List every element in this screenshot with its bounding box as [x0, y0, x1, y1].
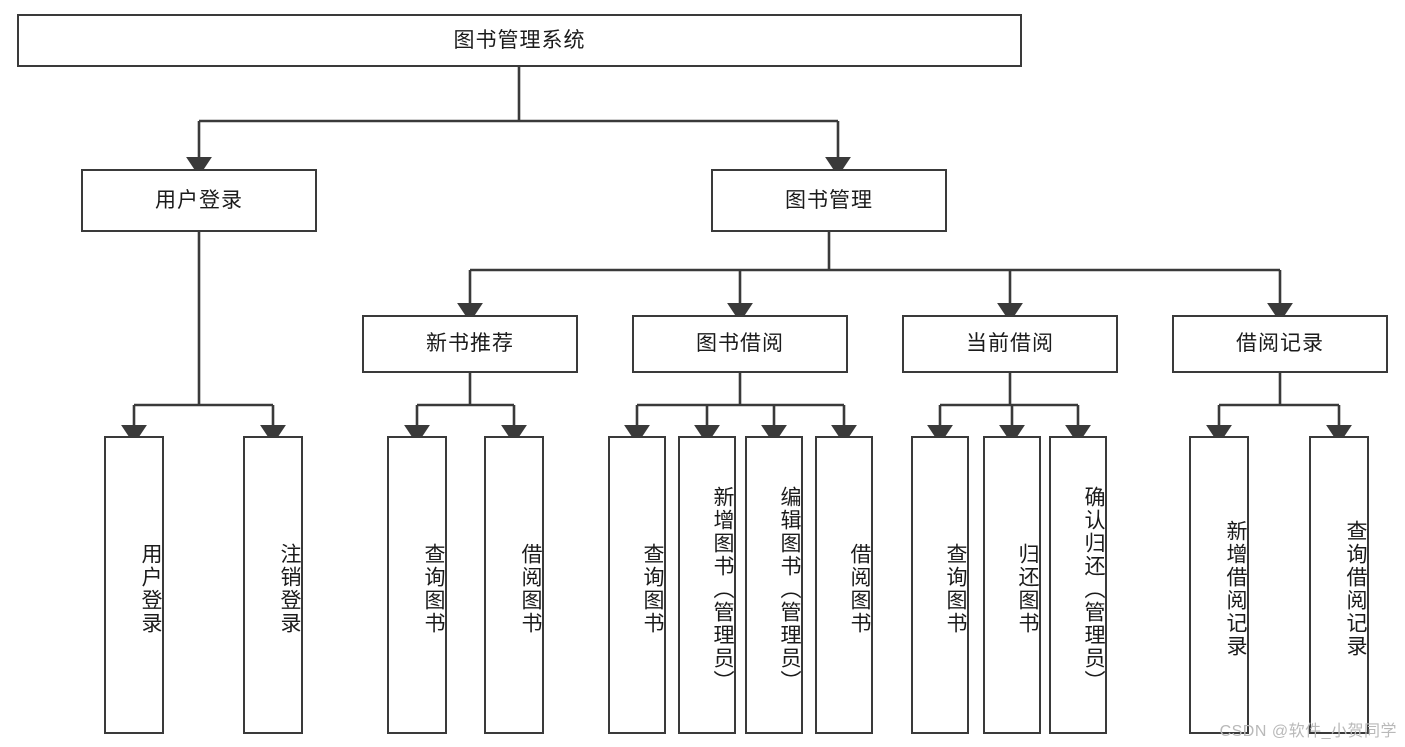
node-label: 编辑图书（管理员） [778, 485, 801, 693]
node-label: 查询借阅记录 [1344, 520, 1367, 658]
node-label: 新增借阅记录 [1224, 520, 1247, 658]
node-level3-book-borrow[interactable]: 图书借阅 [632, 315, 848, 373]
node-label: 图书管理系统 [453, 28, 586, 52]
node-root[interactable]: 图书管理系统 [17, 14, 1022, 67]
node-label: 确认归还（管理员） [1082, 485, 1105, 693]
node-label: 借阅图书 [848, 543, 871, 635]
node-level3-borrow-record[interactable]: 借阅记录 [1172, 315, 1388, 373]
node-label: 查询图书 [641, 543, 664, 635]
node-level2-book-management[interactable]: 图书管理 [711, 169, 947, 232]
leaf-logout[interactable]: 注销登录 [243, 436, 303, 734]
leaf-query-borrow-record[interactable]: 查询借阅记录 [1309, 436, 1369, 734]
node-level3-current-borrow[interactable]: 当前借阅 [902, 315, 1118, 373]
node-label: 用户登录 [139, 543, 162, 635]
leaf-query-book-borrow[interactable]: 查询图书 [608, 436, 666, 734]
node-label: 图书管理 [785, 188, 873, 212]
node-label: 查询图书 [422, 543, 445, 635]
node-label: 用户登录 [155, 188, 243, 212]
leaf-query-book-current[interactable]: 查询图书 [911, 436, 969, 734]
leaf-add-borrow-record[interactable]: 新增借阅记录 [1189, 436, 1249, 734]
leaf-return-book[interactable]: 归还图书 [983, 436, 1041, 734]
node-level2-user-login[interactable]: 用户登录 [81, 169, 317, 232]
csdn-watermark: CSDN @软件_小贺同学 [1219, 723, 1397, 740]
node-label: 新书推荐 [426, 332, 514, 356]
leaf-borrow-book[interactable]: 借阅图书 [815, 436, 873, 734]
node-label: 新增图书（管理员） [711, 485, 734, 693]
leaf-add-book-admin[interactable]: 新增图书（管理员） [678, 436, 736, 734]
leaf-query-book-recommend[interactable]: 查询图书 [387, 436, 447, 734]
node-label: 图书借阅 [696, 332, 784, 356]
node-label: 借阅记录 [1236, 332, 1324, 356]
node-label: 归还图书 [1016, 543, 1039, 635]
leaf-borrow-book-recommend[interactable]: 借阅图书 [484, 436, 544, 734]
node-level3-new-book-recommend[interactable]: 新书推荐 [362, 315, 578, 373]
node-label: 当前借阅 [966, 332, 1054, 356]
node-label: 借阅图书 [519, 543, 542, 635]
leaf-edit-book-admin[interactable]: 编辑图书（管理员） [745, 436, 803, 734]
leaf-confirm-return-admin[interactable]: 确认归还（管理员） [1049, 436, 1107, 734]
leaf-user-login[interactable]: 用户登录 [104, 436, 164, 734]
node-label: 注销登录 [278, 543, 301, 635]
node-label: 查询图书 [944, 543, 967, 635]
